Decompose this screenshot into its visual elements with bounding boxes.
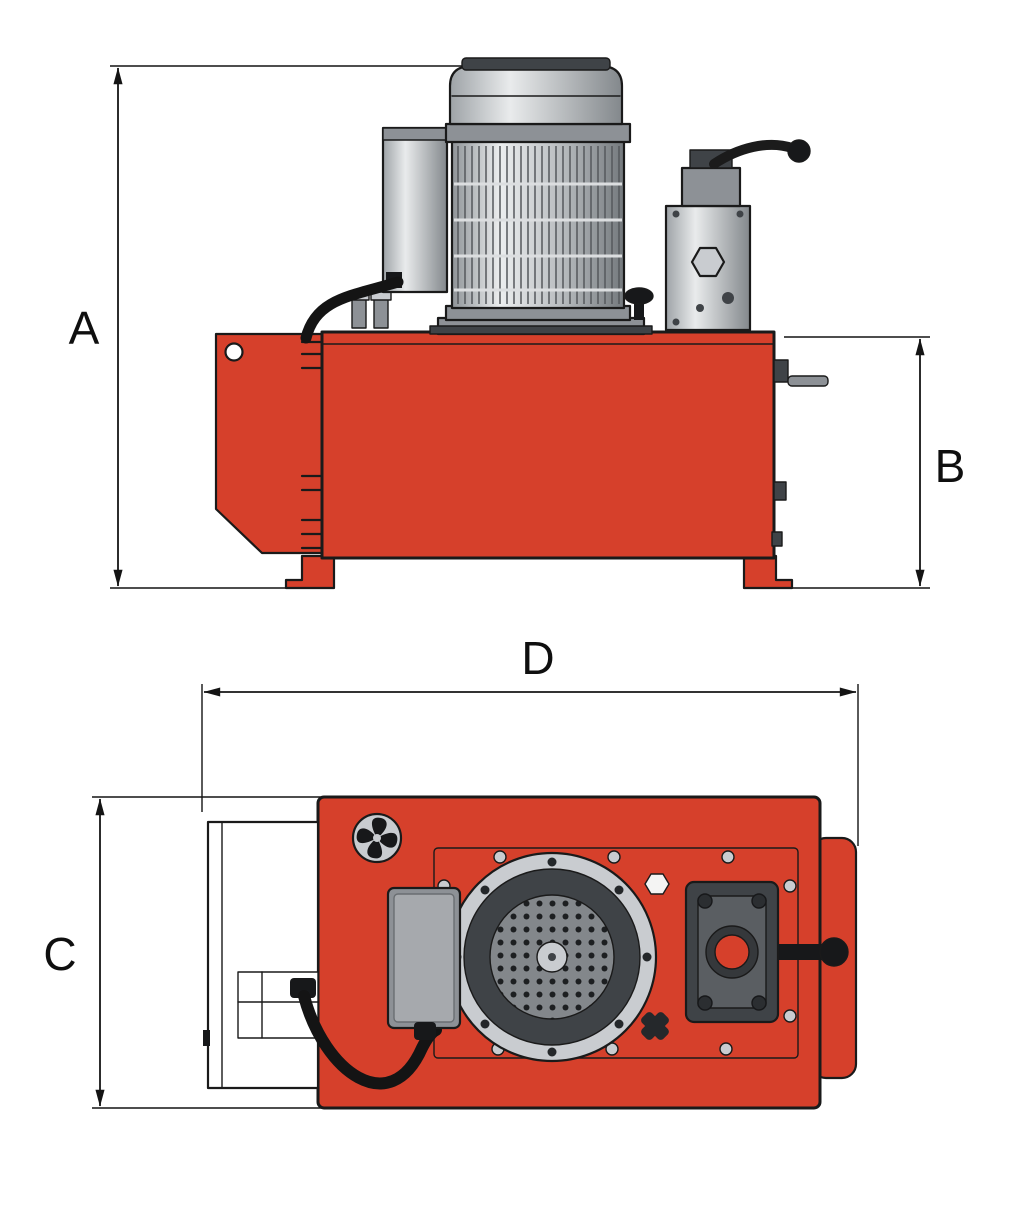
right-fitting-lower	[771, 531, 783, 547]
valve-handle-knob	[819, 937, 849, 967]
valve-top-block	[680, 166, 742, 208]
plate	[206, 820, 320, 1090]
right-fitting-upper	[773, 359, 789, 383]
motor-end-view	[446, 851, 658, 1063]
power-cable	[300, 276, 404, 344]
motor-upper-band	[444, 122, 632, 144]
motor-base-plate	[429, 325, 653, 335]
right-nipple	[787, 375, 829, 387]
gland-2	[373, 297, 389, 329]
valve-corner-bolts	[697, 893, 767, 1011]
dim-label-c: C	[43, 928, 76, 980]
vent-knob-stem	[634, 300, 644, 320]
plan-bracket-plate	[203, 820, 320, 1090]
motor-hub-dot	[548, 953, 556, 961]
valve-hex-plug	[690, 246, 726, 278]
right-foot	[742, 554, 794, 590]
dim-label-b: B	[935, 440, 966, 492]
bracket-hinges	[300, 340, 336, 550]
fan-vent	[351, 812, 403, 864]
valve-stem-cap	[714, 934, 750, 970]
dimension-b: B	[784, 336, 966, 589]
junction-box	[381, 126, 449, 294]
right-fitting-mid	[773, 481, 787, 501]
motor-fins	[457, 146, 620, 304]
valve-bolt-3	[672, 318, 680, 326]
dim-label-a: A	[69, 302, 100, 354]
valve-assembly	[664, 139, 811, 332]
motor-fin-body	[450, 138, 626, 310]
side-view: A B	[69, 57, 966, 590]
valve-port	[722, 292, 734, 304]
valve-lever	[709, 139, 797, 169]
valve-bolt-1	[672, 210, 680, 218]
valve-bolt-2	[736, 210, 744, 218]
plan-view: D C	[43, 632, 859, 1110]
junction-box-plan	[386, 886, 462, 1040]
dim-label-d: D	[521, 632, 554, 684]
bracket-hole	[224, 342, 244, 362]
junction-box-lid	[382, 127, 448, 141]
valve-end-view	[684, 880, 849, 1024]
dimension-c: C	[43, 796, 322, 1109]
motor-junction-box	[381, 126, 449, 294]
vent-knob	[624, 287, 654, 305]
motor-fin-breaks	[454, 182, 622, 292]
tank-feet	[284, 554, 794, 590]
fan-hub	[373, 834, 381, 842]
tank-body	[320, 330, 829, 560]
junction-box-lid-plan	[393, 893, 455, 1023]
tank	[320, 330, 776, 560]
dimension-a: A	[69, 65, 468, 589]
cable-gland-plan	[290, 978, 316, 998]
gland-1	[351, 297, 367, 329]
dimension-d: D	[201, 632, 859, 846]
valve-port-small	[696, 304, 704, 312]
plate-tab	[203, 1030, 210, 1046]
motor-top-cap	[461, 57, 611, 71]
junction-box-gland-plan	[414, 1022, 436, 1040]
clover-bracket	[641, 1012, 669, 1040]
hex-bolt	[644, 873, 670, 895]
electric-motor	[429, 57, 654, 336]
valve-handle-bar	[770, 944, 828, 960]
motor-fan-cowl	[448, 64, 624, 126]
side-bracket-plate	[214, 332, 336, 555]
valve-lever-knob	[787, 139, 811, 163]
left-foot	[284, 554, 336, 590]
